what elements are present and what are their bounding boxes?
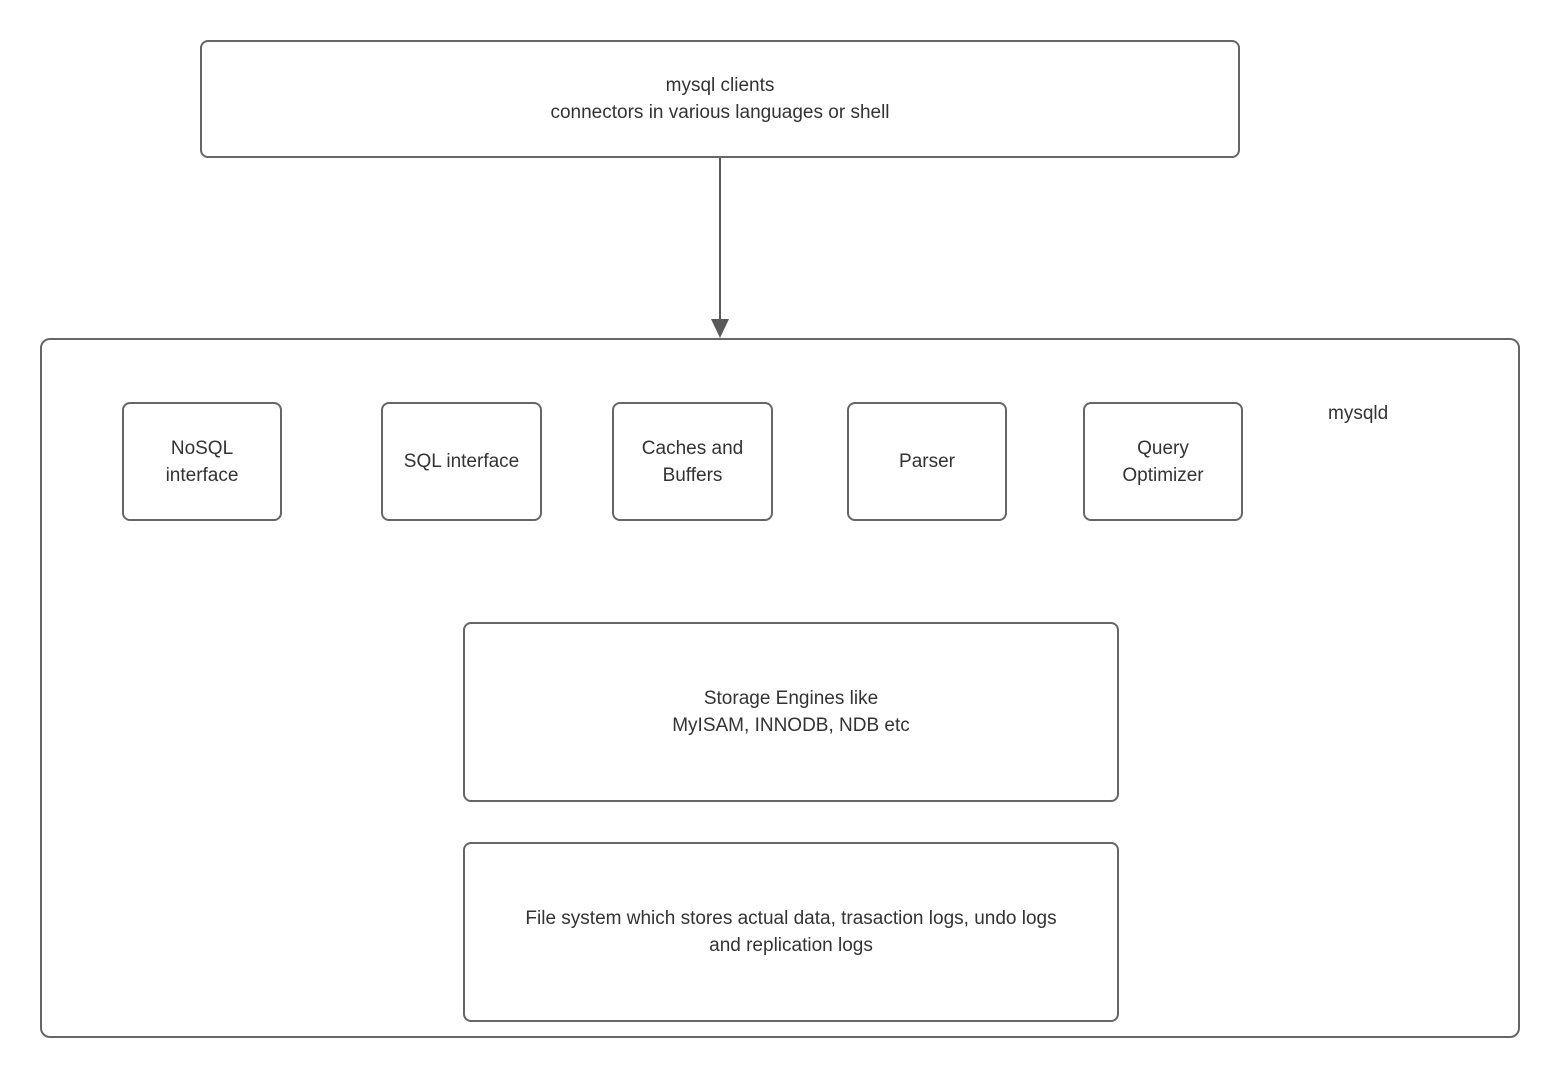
nosql-interface-label: NoSQL interface [165,437,239,486]
parser-label: Parser [899,451,955,472]
sql-interface-label: SQL interface [403,451,520,472]
caches-and-buffers-label: Caches and Buffers [641,437,744,486]
mysql-clients-label: mysql clients connectors in various lang… [550,75,890,123]
node-sql-interface: SQL interface [381,402,542,521]
down-arrow-connector [711,158,729,338]
file-system-label: File system which stores actual data, tr… [525,908,1057,956]
node-mysql-clients: mysql clients connectors in various lang… [200,40,1240,158]
query-optimizer-label: Query Optimizer [1122,437,1204,486]
storage-engines-label: Storage Engines like MyISAM, INNODB, NDB… [672,688,910,736]
node-nosql-interface: NoSQL interface [122,402,282,521]
node-mysqld-container: mysqld NoSQL interface SQL interface Cac… [40,338,1520,1038]
mysqld-label: mysqld [1328,403,1389,424]
node-storage-engines: Storage Engines like MyISAM, INNODB, NDB… [463,622,1119,802]
node-caches-and-buffers: Caches and Buffers [612,402,773,521]
node-parser: Parser [847,402,1007,521]
node-query-optimizer: Query Optimizer [1083,402,1243,521]
node-file-system: File system which stores actual data, tr… [463,842,1119,1022]
arrowhead-icon [711,319,729,338]
